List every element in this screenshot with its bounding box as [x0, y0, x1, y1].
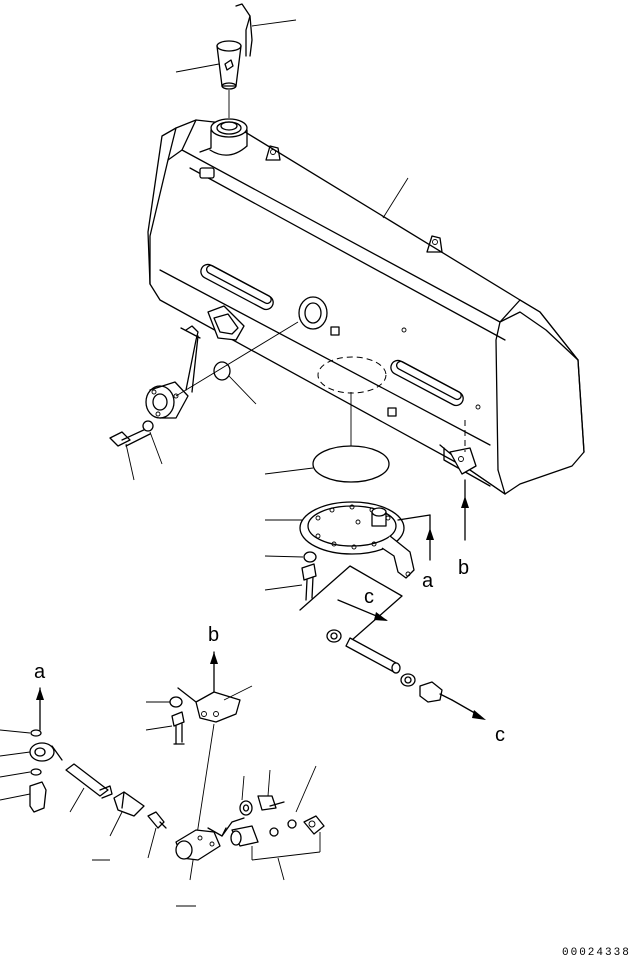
arrow-b-upper: b	[458, 479, 469, 579]
label-a-upper: a	[422, 570, 434, 592]
label-c-upper: c	[364, 586, 374, 608]
filler-cap-parts	[175, 3, 297, 118]
label-b-lower: b	[208, 624, 219, 646]
bracket-assembly	[145, 685, 253, 881]
drawing-code: 00024338	[562, 947, 631, 959]
fuel-line-parts: c c	[299, 565, 505, 746]
left-fittings	[0, 729, 167, 861]
arrow-a-lower: a	[34, 661, 46, 731]
tank-leader	[382, 177, 409, 219]
label-a-lower: a	[34, 661, 46, 683]
label-b-upper: b	[458, 557, 469, 579]
label-c-lower: c	[495, 724, 505, 746]
arrow-b-lower: b	[208, 624, 219, 696]
fuel-tank	[147, 118, 585, 495]
fuel-gauge-sender	[264, 392, 415, 601]
arrow-a-upper: a	[397, 514, 434, 592]
drain-valve-parts	[109, 321, 299, 481]
bottom-valve-parts	[175, 765, 325, 907]
